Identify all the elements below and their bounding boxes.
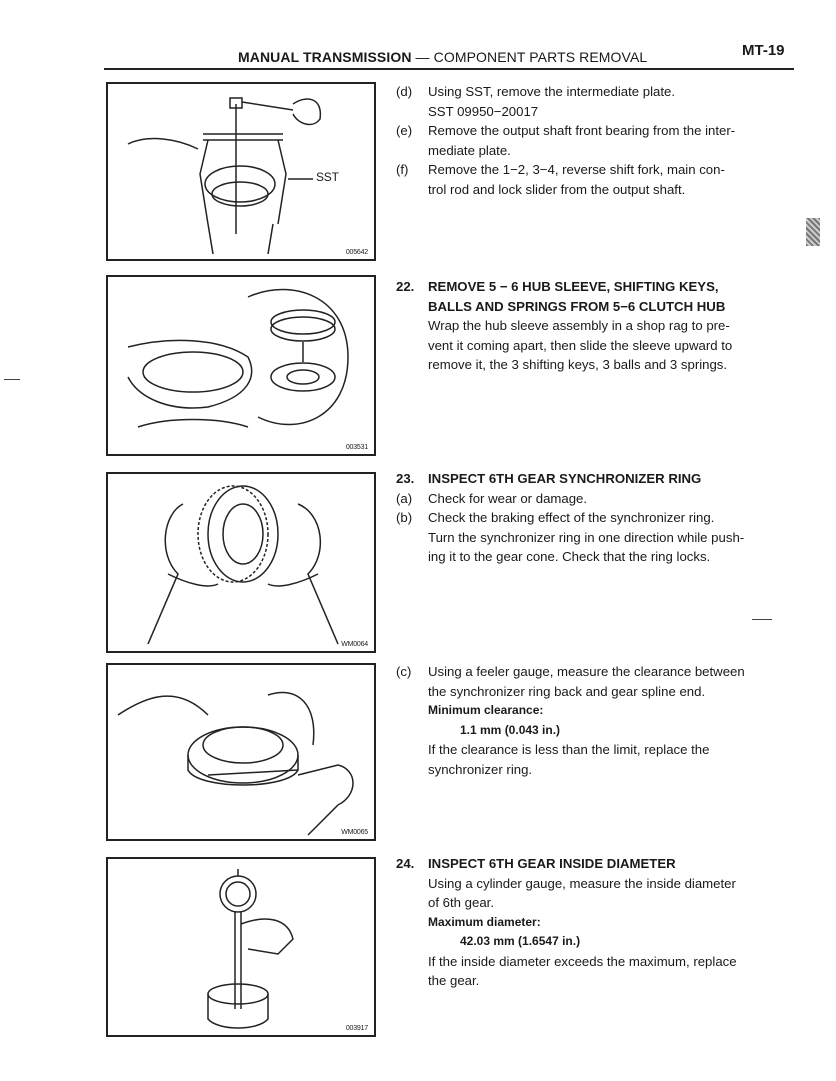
sst-callout: SST: [316, 170, 339, 184]
hub-sleeve-illustration: [127, 288, 349, 428]
step-text: trol rod and lock slider from the output…: [428, 181, 686, 197]
header-separator: —: [415, 49, 430, 65]
page-header: MANUAL TRANSMISSION — COMPONENT PARTS RE…: [238, 49, 647, 65]
step-text: Check the braking effect of the synchron…: [428, 510, 715, 525]
section-thumb-tab: [806, 218, 820, 246]
body-line: Wrap the hub sleeve assembly in a shop r…: [428, 318, 730, 333]
header-rule: [104, 68, 794, 70]
figure-sst-intermediate-plate: SST 005642: [106, 82, 376, 261]
step-text: Using SST, remove the intermediate plate…: [428, 84, 676, 99]
synchronizer-ring-illustration: [147, 485, 339, 645]
heading-line: BALLS AND SPRINGS FROM 5−6 CLUTCH HUB: [428, 298, 726, 314]
figure-code: 003917: [345, 1025, 368, 1032]
step-label: (b): [396, 510, 413, 525]
step-heading: 24. INSPECT 6TH GEAR INSIDE DIAMETER: [396, 854, 796, 874]
step-label: (a): [396, 490, 413, 506]
stray-dash: [752, 619, 772, 620]
step-23c: (c) Using a feeler gauge, measure the cle…: [396, 662, 796, 779]
step-text: Using a feeler gauge, measure the cleara…: [428, 664, 745, 679]
step-label: (d): [396, 84, 413, 99]
step-heading: 22. REMOVE 5 − 6 HUB SLEEVE, SHIFTING KEY…: [396, 277, 796, 316]
step-22: 22. REMOVE 5 − 6 HUB SLEEVE, SHIFTING KEY…: [396, 277, 796, 375]
step-text: If the clearance is less than the limit,…: [428, 742, 710, 757]
step-label: (f): [396, 162, 409, 177]
figure-synchronizer-ring-check: WM0064: [106, 472, 376, 653]
step-text: Check for wear or damage.: [428, 490, 588, 506]
heading-line: INSPECT 6TH GEAR INSIDE DIAMETER: [428, 856, 676, 871]
step-23c-row: (c) Using a feeler gauge, measure the cle…: [396, 662, 796, 779]
heading-line: REMOVE 5 − 6 HUB SLEEVE, SHIFTING KEYS,: [428, 279, 719, 294]
spec-value: 1.1 mm (0.043 in.): [460, 722, 561, 737]
step-text: ing it to the gear cone. Check that the …: [428, 549, 711, 564]
subsection-title: COMPONENT PARTS REMOVAL: [433, 49, 648, 65]
page-number: MT-19: [742, 42, 785, 59]
steps-d-e-f: (d) Using SST, remove the intermediate pl…: [396, 82, 796, 199]
spec-value: 42.03 mm (1.6547 in.): [460, 934, 581, 948]
step-text: Turn the synchronizer ring in one direct…: [428, 529, 745, 545]
figure-code: 003531: [345, 444, 368, 451]
step-text: Remove the 1−2, 3−4, reverse shift fork,…: [428, 162, 725, 177]
heading-line: INSPECT 6TH GEAR SYNCHRONIZER RING: [428, 471, 702, 486]
step-text: synchronizer ring.: [428, 761, 533, 777]
step-text: the synchronizer ring back and gear spli…: [428, 683, 706, 699]
body-line: remove it, the 3 shifting keys, 3 balls …: [428, 357, 728, 372]
spec-label: Maximum diameter:: [428, 914, 541, 929]
step-23a: (a) Check for wear or damage.: [396, 489, 796, 509]
section-title: MANUAL TRANSMISSION: [238, 49, 412, 65]
figure-code: WM0064: [341, 641, 368, 648]
figure-code: 005642: [345, 249, 368, 256]
step-23: 23. INSPECT 6TH GEAR SYNCHRONIZER RING (a…: [396, 469, 796, 567]
step-body: Using a cylinder gauge, measure the insi…: [396, 874, 796, 991]
step-text: mediate plate.: [428, 142, 511, 158]
body-line: the gear.: [428, 973, 480, 988]
sst-number: SST 09950−20017: [428, 103, 539, 119]
body-line: of 6th gear.: [428, 895, 494, 910]
step-label: (c): [396, 664, 412, 679]
body-line: Using a cylinder gauge, measure the insi…: [428, 875, 736, 891]
step-number: 23.: [396, 471, 415, 486]
figure-cylinder-gauge: 003917: [106, 857, 376, 1037]
feeler-gauge-illustration: [117, 691, 354, 836]
step-e: (e) Remove the output shaft front bearing…: [396, 121, 796, 160]
figure-hub-sleeve: 003531: [106, 275, 376, 456]
body-line: If the inside diameter exceeds the maxim…: [428, 953, 737, 969]
step-24: 24. INSPECT 6TH GEAR INSIDE DIAMETER Usin…: [396, 854, 796, 991]
spec-label: Minimum clearance:: [428, 703, 544, 717]
body-line: vent it coming apart, then slide the sle…: [428, 337, 733, 353]
step-heading: 23. INSPECT 6TH GEAR SYNCHRONIZER RING: [396, 469, 796, 489]
puller-illustration: [127, 97, 322, 255]
figure-feeler-gauge: WM0065: [106, 663, 376, 841]
step-d: (d) Using SST, remove the intermediate pl…: [396, 82, 796, 121]
step-f: (f) Remove the 1−2, 3−4, reverse shift fo…: [396, 160, 796, 199]
step-number: 22.: [396, 279, 415, 294]
figure-code: WM0065: [341, 829, 368, 836]
step-number: 24.: [396, 856, 415, 871]
cylinder-gauge-illustration: [207, 869, 294, 1029]
step-body: Wrap the hub sleeve assembly in a shop r…: [396, 316, 796, 375]
step-23b: (b) Check the braking effect of the synch…: [396, 508, 796, 567]
step-text: Remove the output shaft front bearing fr…: [428, 123, 736, 138]
margin-mark: [4, 379, 20, 380]
step-label: (e): [396, 123, 413, 138]
